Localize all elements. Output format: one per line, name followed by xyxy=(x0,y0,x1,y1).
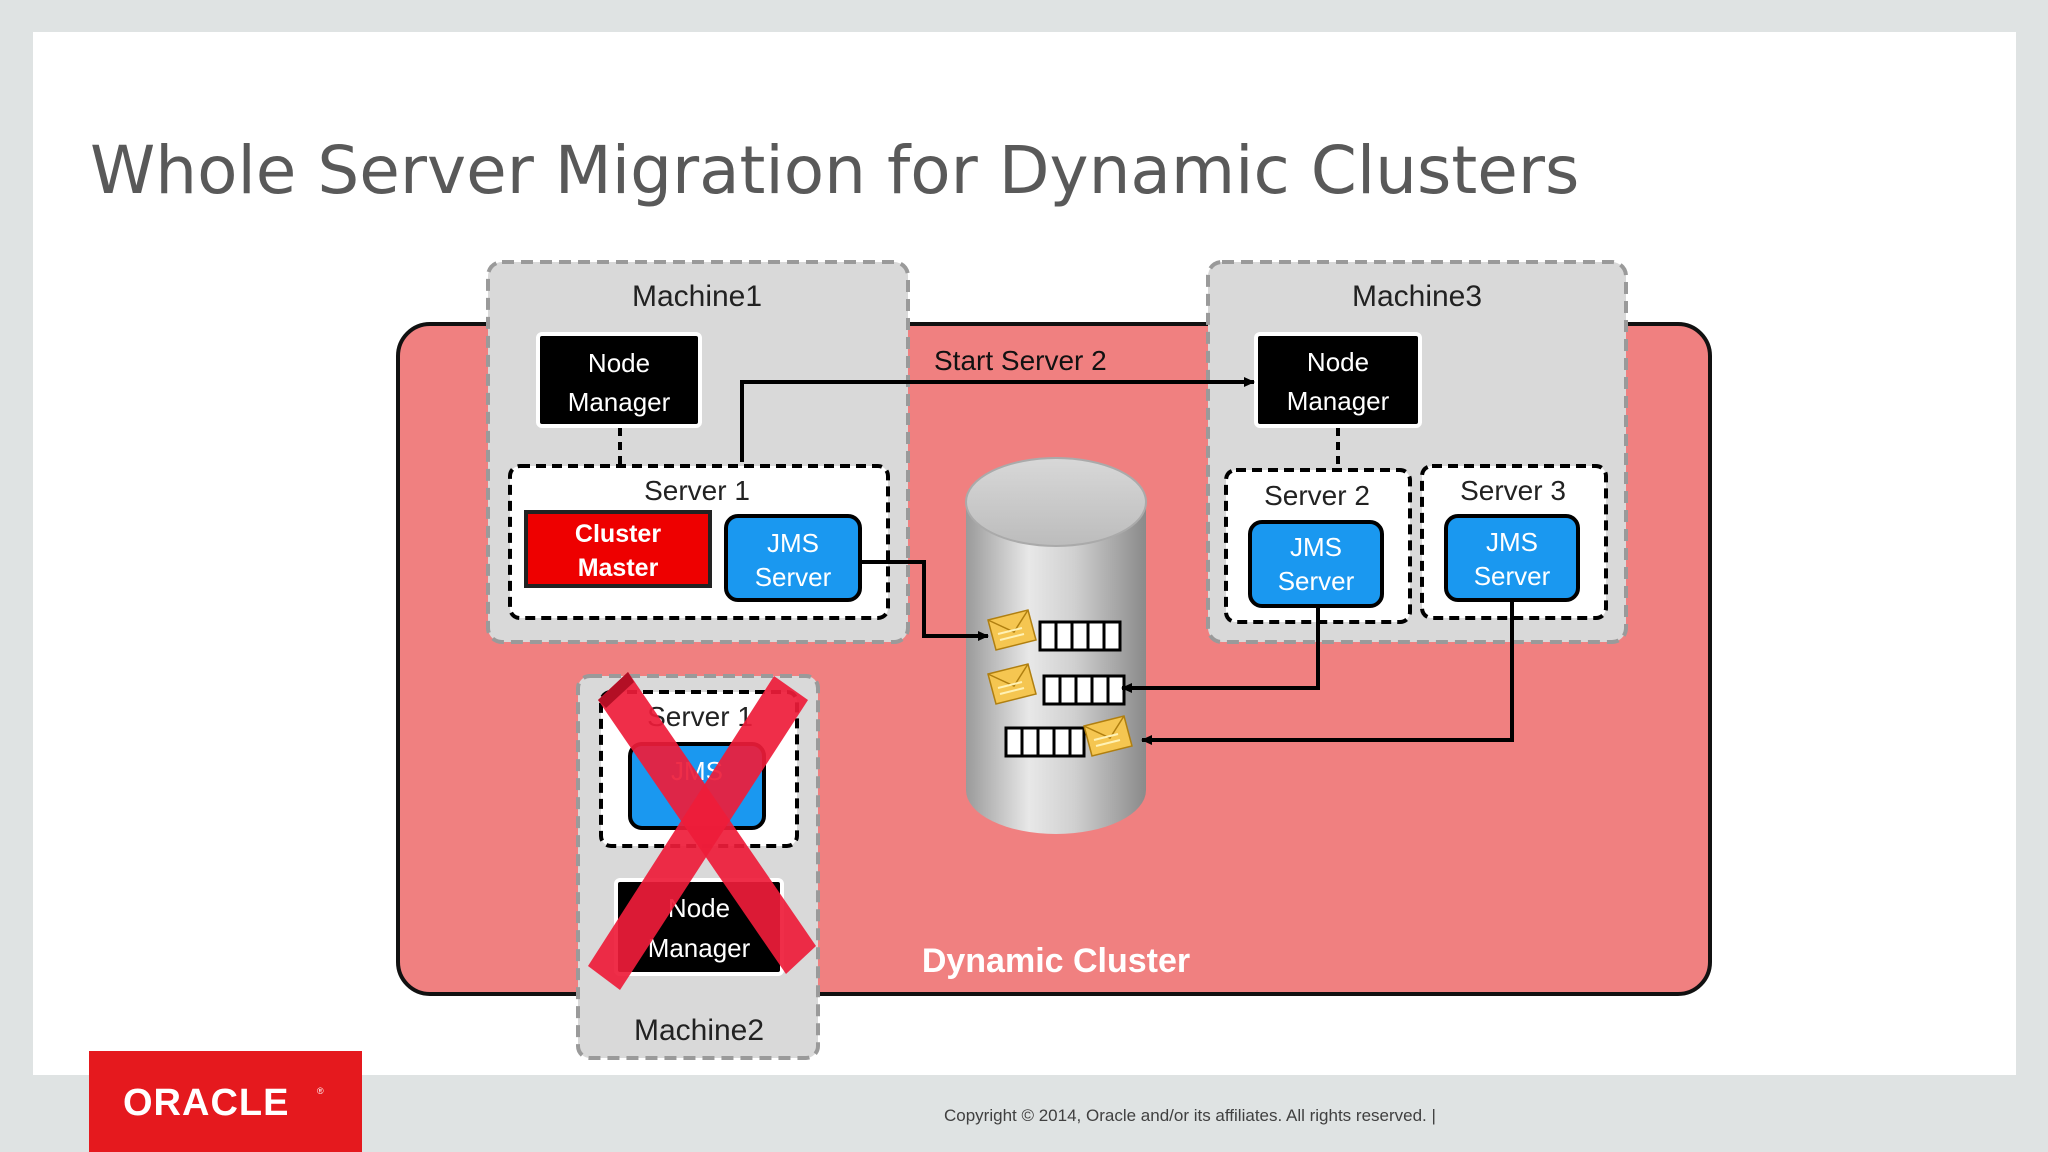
server3-jms-line1: JMS xyxy=(1486,527,1538,557)
failure-x-icon xyxy=(588,672,816,990)
machine3-title: Machine3 xyxy=(1352,280,1482,313)
jms1-to-queue-arrow xyxy=(860,560,989,641)
machine1-title: Machine1 xyxy=(632,280,762,313)
svg-text:ORACLE: ORACLE xyxy=(123,1082,289,1122)
cluster-master-line1: Cluster xyxy=(575,520,661,548)
machine1: Machine1 Node Manager Server 1 Cluster M… xyxy=(486,260,910,644)
machine2-node-manager-line2: Manager xyxy=(648,933,751,963)
machine3-node-manager-line1: Node xyxy=(1307,347,1369,377)
server2-title: Server 2 xyxy=(1264,480,1370,511)
cluster-master-box xyxy=(524,510,712,588)
machine1-jms-line1: JMS xyxy=(767,528,819,558)
start-server-arrow xyxy=(740,377,1255,462)
machine1-node-manager-line2: Manager xyxy=(568,387,671,417)
slide-title: Whole Server Migration for Dynamic Clust… xyxy=(90,132,1580,209)
jms3-to-queue-arrow xyxy=(1141,600,1514,745)
machine1-jms-line2: Server xyxy=(755,562,832,592)
machine1-jms-server xyxy=(724,514,862,602)
svg-text:®: ® xyxy=(317,1086,324,1096)
copyright-text: Copyright © 2014, Oracle and/or its affi… xyxy=(944,1106,1436,1125)
machine1-node-manager-line1: Node xyxy=(588,348,650,378)
cluster-label: Dynamic Cluster xyxy=(922,942,1190,980)
machine3-node-manager xyxy=(1254,332,1422,428)
cluster-master-line2: Master xyxy=(578,554,659,582)
oracle-logo: ORACLE ® xyxy=(89,1051,362,1152)
queue-icon xyxy=(1004,620,1126,758)
server2-jms-line1: JMS xyxy=(1290,532,1342,562)
machine2-title: Machine2 xyxy=(634,1014,764,1047)
machine1-node-manager xyxy=(536,332,702,428)
machine3-node-manager-line2: Manager xyxy=(1287,386,1390,416)
machine3: Machine3 Node Manager Server 2 JMS Serve… xyxy=(1206,260,1628,644)
start-server-label: Start Server 2 xyxy=(934,345,1107,376)
oracle-logo-mark: ORACLE ® xyxy=(123,1082,324,1122)
server2-jms-line2: Server xyxy=(1278,566,1355,596)
machine1-server1-title: Server 1 xyxy=(644,475,750,506)
server3-jms-line2: Server xyxy=(1474,561,1551,591)
machine2: Server 1 JMS Node Manager Machine2 xyxy=(576,672,820,1060)
jms2-to-queue-arrow xyxy=(1121,606,1320,693)
server3-title: Server 3 xyxy=(1460,475,1566,506)
